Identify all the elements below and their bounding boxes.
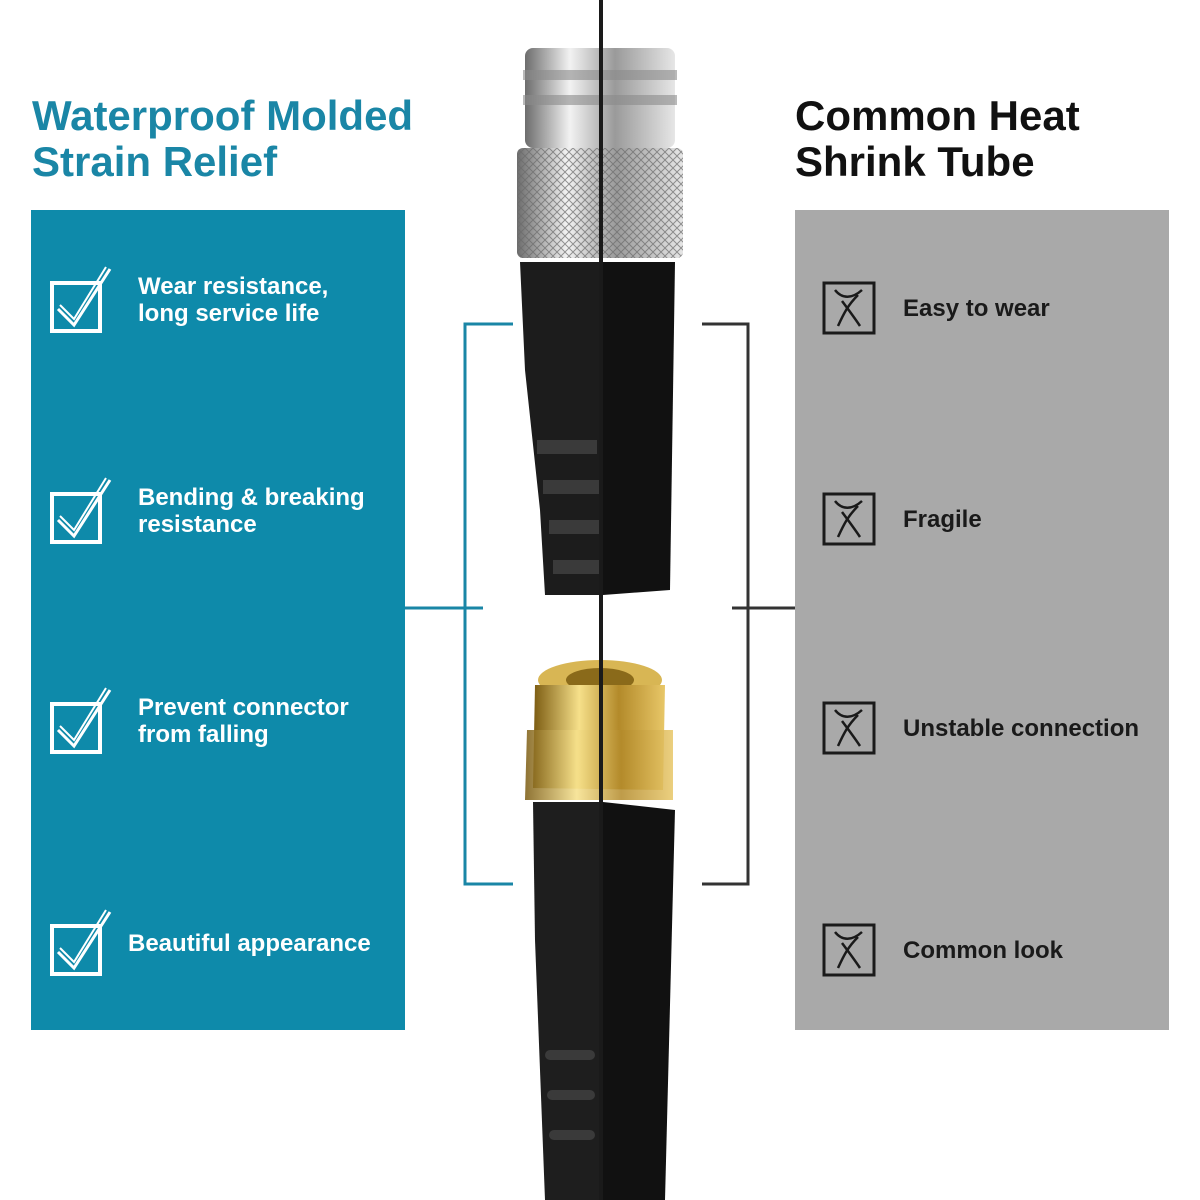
feature-label: Wear resistance, long service life [138,273,329,327]
drawback-label: Easy to wear [903,294,1050,322]
drawback-item-fragile: Fragile [822,492,982,546]
feature-item-beautiful-appearance: Beautiful appearance [50,908,371,978]
check-icon [50,909,112,976]
left-bracket [405,322,513,886]
cross-icon [822,492,876,546]
check-icon [50,477,112,544]
cross-icon [822,701,876,755]
feature-label: Bending & breaking resistance [138,484,365,538]
check-icon [50,687,112,754]
drawback-item-easy-to-wear: Easy to wear [822,281,1050,335]
heat-shrink-panel [795,210,1169,1030]
feature-label: Beautiful appearance [128,929,371,957]
feature-item-prevent-falling: Prevent connector from falling [50,686,349,756]
drawback-item-unstable-connection: Unstable connection [822,701,1139,755]
cable-connector-illustration [517,48,683,1200]
center-divider [599,0,603,1200]
drawback-label: Unstable connection [903,714,1140,742]
strain-relief-panel [31,210,405,1030]
cross-icon [822,281,876,335]
drawback-label: Fragile [903,505,982,533]
right-bracket [702,322,795,886]
drawback-item-common-look: Common look [822,923,1063,977]
left-title: Waterproof Molded Strain Relief [32,92,414,185]
right-title: Common Heat Shrink Tube [795,92,1080,185]
feature-label: Prevent connector from falling [138,694,349,748]
feature-item-wear-resistance: Wear resistance, long service life [50,265,328,335]
check-icon [50,266,112,333]
cross-icon [822,923,876,977]
feature-item-bending-resistance: Bending & breaking resistance [50,476,365,546]
drawback-label: Common look [903,936,1063,964]
